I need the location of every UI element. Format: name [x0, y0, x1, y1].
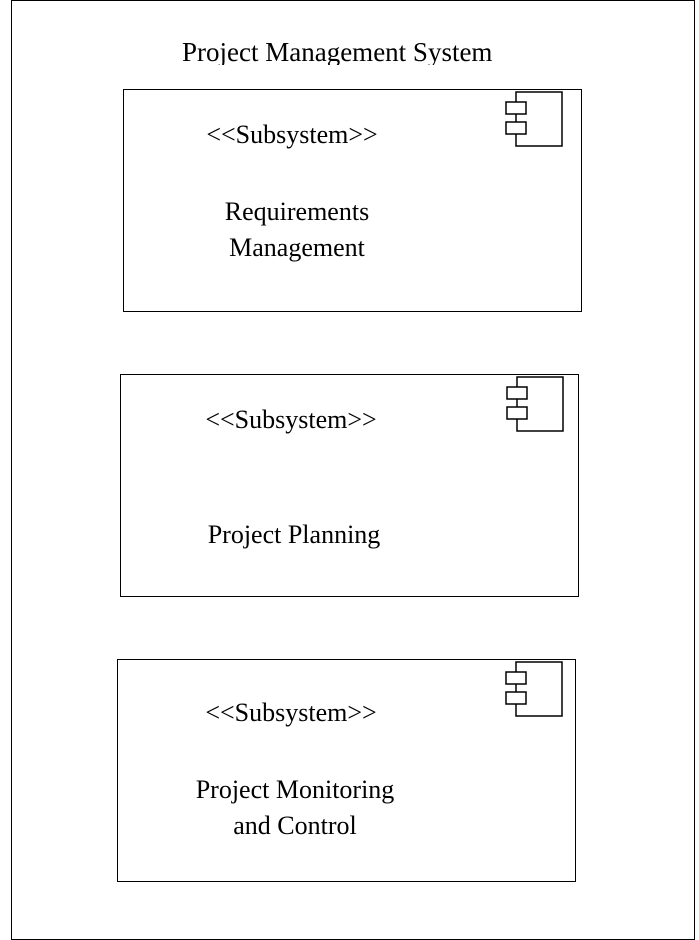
system-title: Project Management System	[182, 37, 493, 65]
subsystem-stereotype: <<Subsystem>>	[205, 698, 377, 727]
component-icon	[506, 376, 564, 432]
subsystem-project-planning[interactable]: <<Subsystem>> Project Planning	[120, 374, 579, 597]
subsystem-stereotype: <<Subsystem>>	[205, 405, 377, 434]
component-icon	[505, 661, 563, 717]
subsystem-name: Project Planning	[207, 520, 381, 549]
subsystem-requirements-management[interactable]: <<Subsystem>> Requirements Management	[123, 89, 582, 312]
subsystem-stereotype: <<Subsystem>>	[206, 120, 378, 149]
subsystem-name: Project Monitoring and Control	[195, 775, 395, 840]
subsystem-name: Requirements Management	[224, 197, 370, 262]
subsystem-project-monitoring-and-control[interactable]: <<Subsystem>> Project Monitoring and Con…	[117, 659, 576, 882]
component-icon	[505, 91, 563, 147]
